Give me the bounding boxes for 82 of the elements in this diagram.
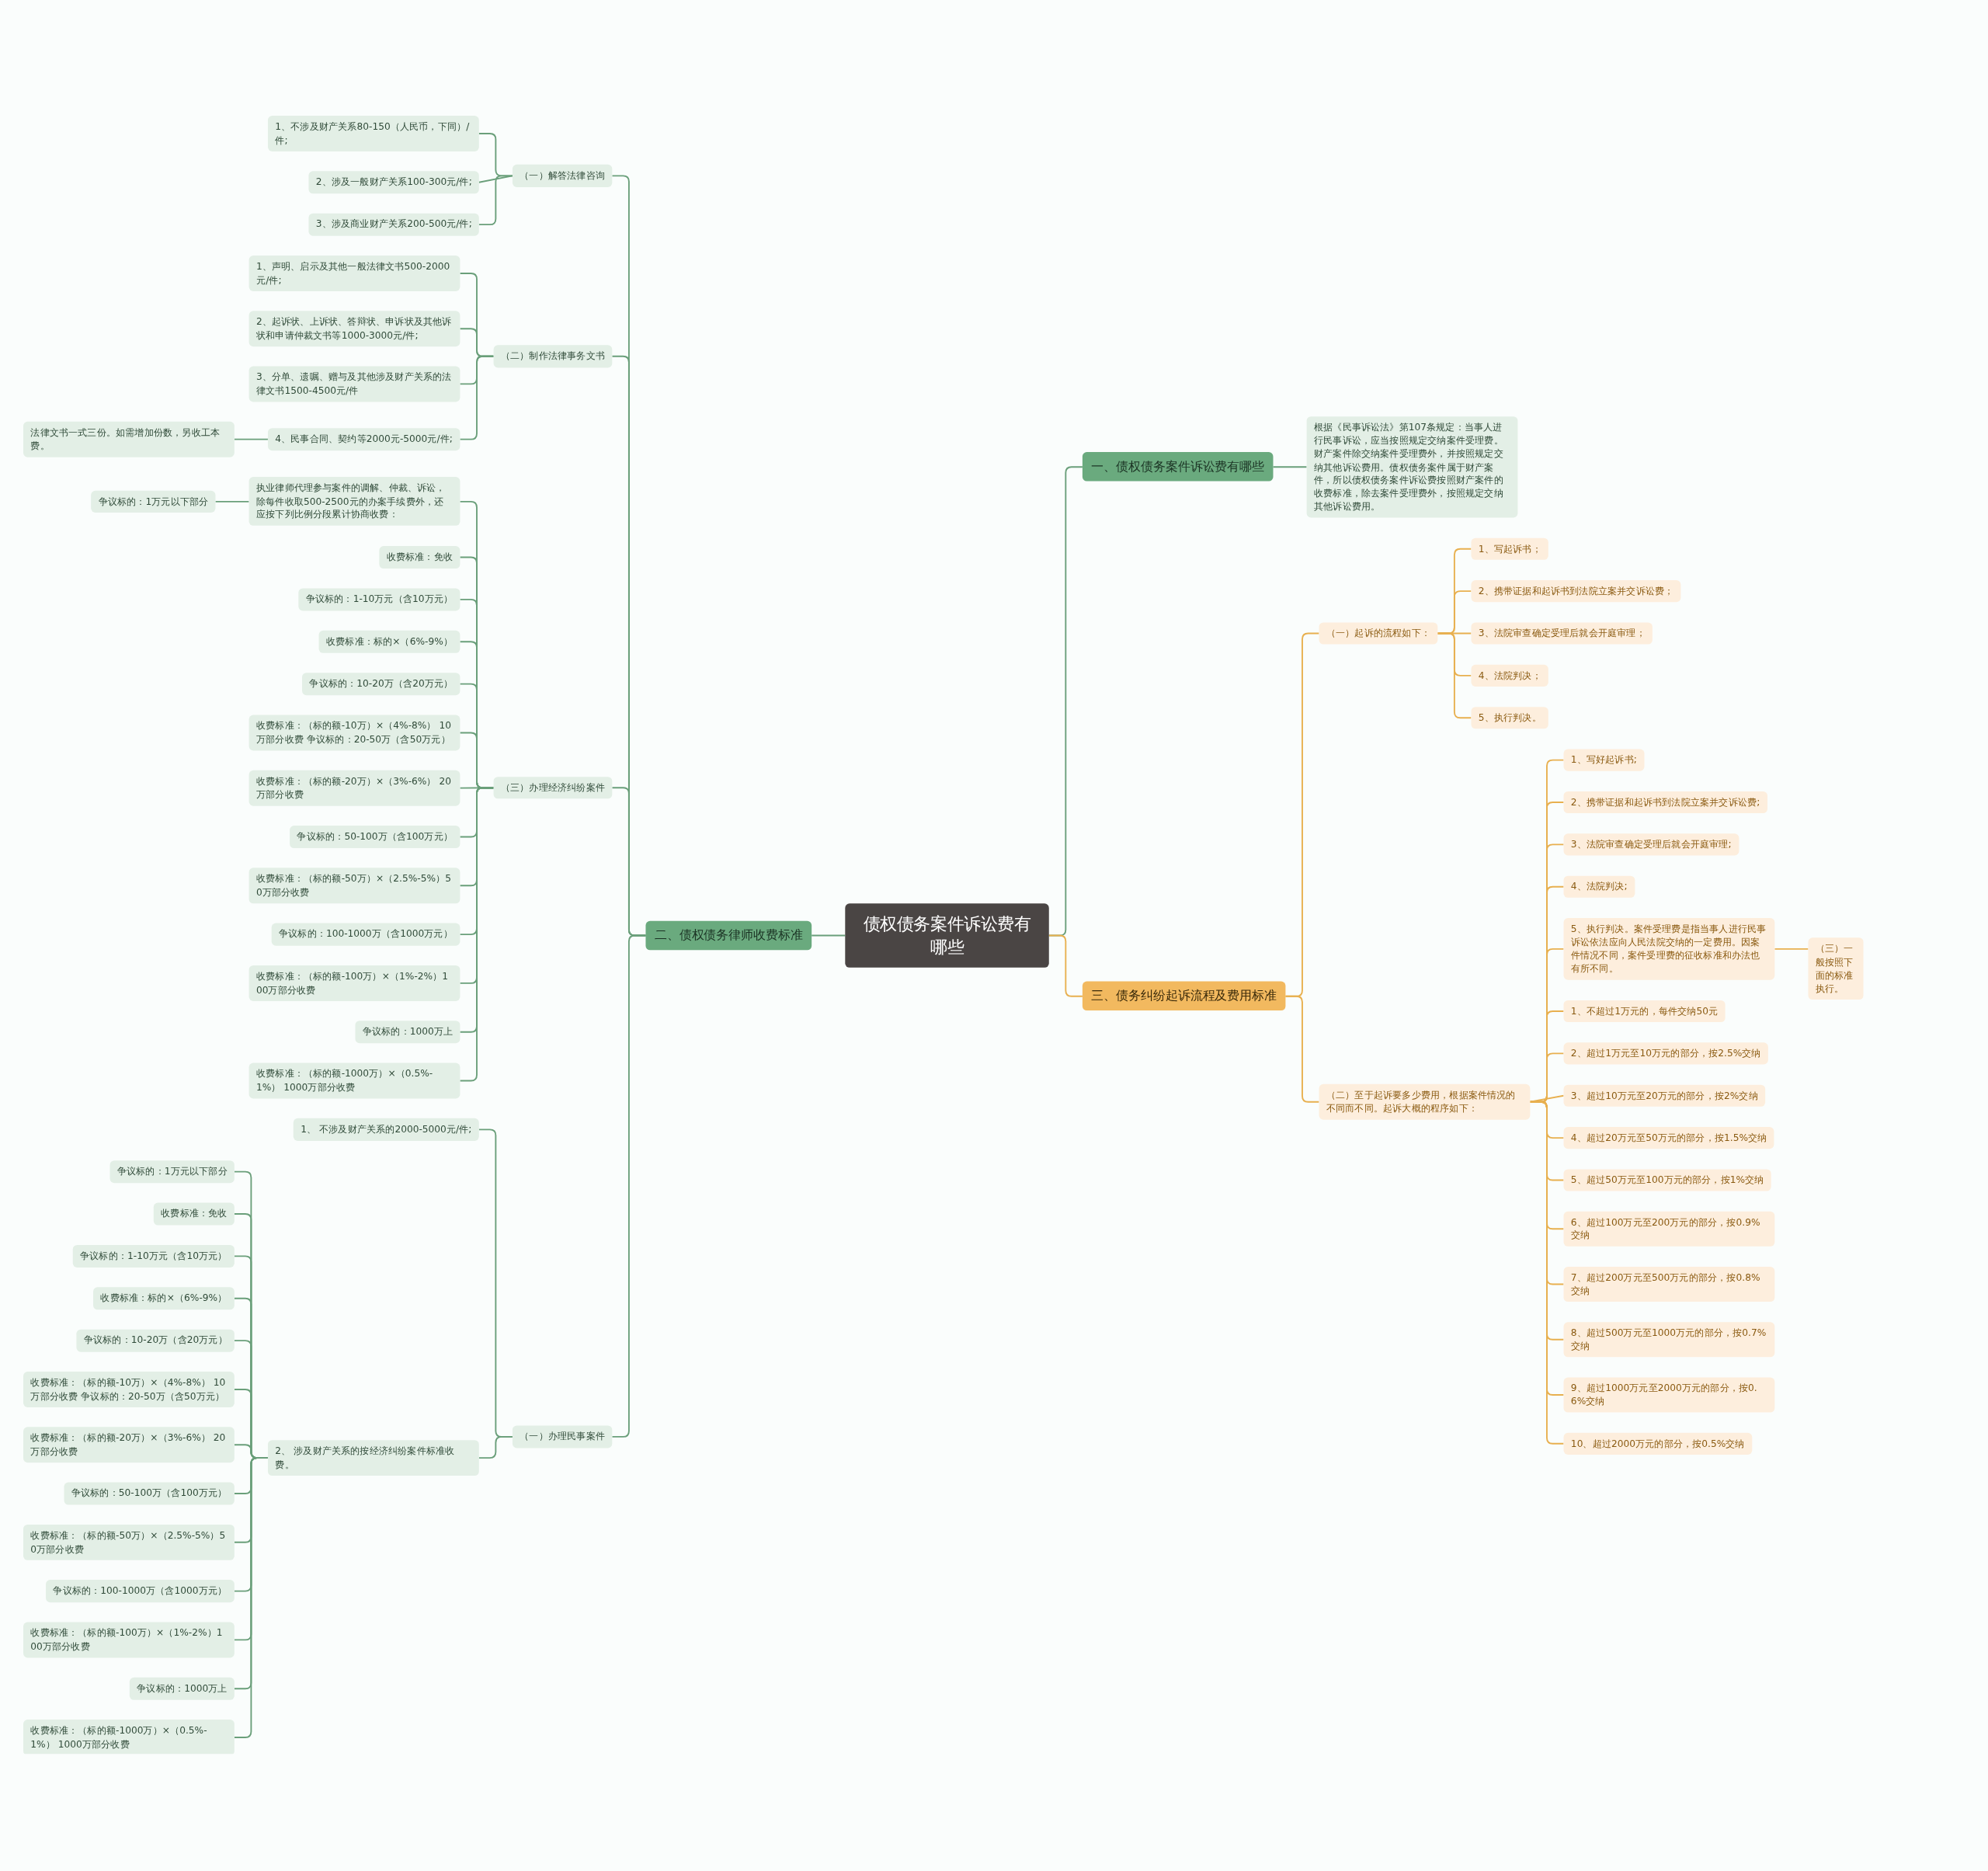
subtopic-box: 执业律师代理参与案件的调解、仲裁、诉讼，除每件收取500-2500元的办案手续费外，还应按下列比例分段累计协商收费： (248, 477, 461, 526)
subtopic-box: 4、法院判决; (1563, 875, 1635, 898)
subtopic-box: 5、执行判决。案件受理费是指当事人进行民事诉讼依法应向人民法院交纳的一定费用。因案件情况不同，案件受理费的征收标准和办法也有所不同。 (1563, 918, 1775, 980)
subtopic-box: 争议标的：1000万上 (129, 1678, 235, 1700)
central-topic-box: 债权债务案件诉讼费有哪些 (845, 903, 1049, 969)
subtopic-box: 4、超过20万元至50万元的部分，按1.5%交纳 (1563, 1127, 1774, 1149)
branch-topic-box: 二、债权债务律师收费标准 (645, 920, 812, 951)
subtopic-box: 收费标准：标的×（6%-9%） (93, 1287, 235, 1309)
subtopic-box: 收费标准：（标的额-20万）×（3%-6%） 20万部分收费 (248, 770, 461, 806)
subtopic-box: 收费标准：（标的额-10万）×（4%-8%） 10万部分收费 争议标的：20-50万（含50万元） (23, 1372, 235, 1407)
subtopic-box: 1、不超过1万元的，每件交纳50元 (1563, 1000, 1726, 1023)
subtopic-box: 2、超过1万元至10万元的部分，按2.5%交纳 (1563, 1042, 1768, 1065)
subtopic-box: （二）至于起诉要多少费用，根据案件情况的不同而不同。起诉大概的程序如下： (1319, 1084, 1531, 1120)
subtopic-box: 收费标准：（标的额-50万）×（2.5%-5%）50万部分收费 (248, 868, 461, 904)
subtopic-box: 2、起诉状、上诉状、答辩状、申诉状及其他诉状和申请仲裁文书等1000-3000元/件; (248, 311, 461, 347)
connector-line (478, 1435, 513, 1459)
subtopic-box: 8、超过500万元至1000万元的部分，按0.7%交纳 (1563, 1322, 1775, 1358)
subtopic-box: （一）解答法律咨询 (512, 165, 613, 187)
subtopic-box: （三）办理经济纠纷案件 (493, 777, 613, 799)
subtopic-box: 3、涉及商业财产关系200-500元/件; (308, 214, 480, 236)
subtopic-box: 5、执行判决。 (1471, 707, 1549, 729)
subtopic-box: 2、携带证据和起诉书到法院立案并交诉讼费; (1563, 791, 1767, 814)
subtopic-box: 3、超过10万元至20万元的部分，按2%交纳 (1563, 1084, 1766, 1107)
subtopic-box: 收费标准：免收 (379, 546, 461, 569)
subtopic-box: 10、超过2000万元的部分，按0.5%交纳 (1563, 1432, 1752, 1455)
connector-line (1437, 632, 1472, 719)
subtopic-box: 2、涉及一般财产关系100-300元/件; (308, 171, 480, 193)
subtopic-box: 1、声明、启示及其他一般法律文书500-2000元/件; (248, 256, 461, 291)
subtopic-box: 9、超过1000万元至2000万元的部分，按0.6%交纳 (1563, 1377, 1775, 1413)
subtopic-box: 争议标的：1万元以下部分 (109, 1160, 235, 1183)
subtopic-box: （一）起诉的流程如下： (1319, 622, 1438, 645)
subtopic-box: 收费标准：（标的额-1000万）×（0.5%-1%） 1000万部分收费 (23, 1720, 235, 1754)
subtopic-box: （二）制作法律事务文书 (493, 345, 613, 368)
subtopic-box: 1、写好起诉书; (1563, 749, 1645, 771)
connector-line (811, 934, 846, 937)
subtopic-box: 4、民事合同、契约等2000元-5000元/件; (267, 428, 461, 450)
subtopic-box: 收费标准：（标的额-100万）×（1%-2%）100万部分收费 (248, 965, 461, 1001)
subtopic-box: 3、法院审查确定受理后就会开庭审理; (1563, 833, 1740, 856)
connector-line (611, 934, 647, 1438)
subtopic-box: 争议标的：1-10万元（含10万元） (298, 588, 461, 611)
subtopic-box: 7、超过200万元至500万元的部分，按0.8%交纳 (1563, 1267, 1775, 1302)
subtopic-box: 1、 不涉及财产关系的2000-5000元/件; (293, 1118, 479, 1141)
subtopic-box: 6、超过100万元至200万元的部分，按0.9%交纳 (1563, 1211, 1775, 1247)
branch-topic-box: 三、债务纠纷起诉流程及费用标准 (1082, 982, 1286, 1011)
branch-topic-box: 一、债权债务案件诉讼费有哪些 (1082, 452, 1274, 482)
connector-line (1774, 948, 1809, 950)
subtopic-box: 收费标准：标的×（6%-9%） (318, 631, 461, 653)
connector-line (214, 500, 250, 503)
subtopic-box: 3、分单、遗嘱、赠与及其他涉及财产关系的法律文书1500-4500元/件 (248, 366, 461, 402)
subtopic-box: 争议标的：50-100万（含100万元） (290, 826, 461, 848)
subtopic-box: 2、携带证据和起诉书到法院立案并交诉讼费； (1471, 580, 1681, 603)
connector-line (1272, 466, 1308, 468)
connector-line (233, 438, 269, 440)
subtopic-box: 根据《民事诉讼法》第107条规定：当事人进行民事诉讼，应当按照规定交纳案件受理费。财产案件除交纳案件受理费外，并按照规定交纳其他诉讼费用。债权债务案件属于财产案件，所以债权债务案件诉讼费按照财产案件的收费标准，除去案件受理费外，按照规定交纳其他诉讼费用。 (1306, 416, 1518, 518)
subtopic-box: 争议标的：10-20万（含20万元） (76, 1330, 235, 1352)
subtopic-box: 收费标准：（标的额-50万）×（2.5%-5%）50万部分收费 (23, 1525, 235, 1560)
subtopic-box: 收费标准：免收 (153, 1203, 235, 1226)
subtopic-box: 争议标的：100-1000万（含1000万元） (46, 1580, 235, 1602)
connector-line (1284, 995, 1320, 1103)
subtopic-box: （三）一般按照下面的标准执行。 (1808, 937, 1864, 1000)
subtopic-box: 争议标的：50-100万（含100万元） (64, 1482, 235, 1505)
subtopic-box: 争议标的：100-1000万（含1000万元） (271, 923, 461, 946)
connector-line (478, 175, 513, 226)
subtopic-box: 收费标准：（标的额-1000万）×（0.5%-1%） 1000万部分收费 (248, 1063, 461, 1099)
subtopic-box: 1、写起诉书； (1471, 537, 1549, 560)
subtopic-box: 2、 涉及财产关系的按经济纠纷案件标准收费。 (267, 1440, 479, 1476)
subtopic-box: 3、法院审查确定受理后就会开庭审理； (1471, 622, 1653, 645)
subtopic-box: 争议标的：1万元以下部分 (91, 490, 216, 513)
subtopic-box: 5、超过50万元至100万元的部分，按1%交纳 (1563, 1169, 1771, 1191)
connector-line (1048, 934, 1083, 997)
subtopic-box: 4、法院判决； (1471, 664, 1549, 687)
subtopic-box: 收费标准：（标的额-10万）×（4%-8%） 10万部分收费 争议标的：20-50万（含50万元） (248, 715, 461, 751)
connector-line (459, 355, 495, 440)
connector-line (478, 175, 513, 183)
subtopic-box: 法律文书一式三份。如需增加份数，另收工本费。 (23, 422, 235, 457)
subtopic-box: 争议标的：1000万上 (355, 1021, 461, 1043)
subtopic-box: 收费标准：（标的额-100万）×（1%-2%）100万部分收费 (23, 1622, 235, 1658)
subtopic-box: （一）办理民事案件 (512, 1425, 613, 1448)
subtopic-box: 争议标的：10-20万（含20万元） (302, 673, 461, 695)
subtopic-box: 1、不涉及财产关系80-150（人民币，下同）/件; (267, 116, 479, 151)
subtopic-box: 收费标准：（标的额-20万）×（3%-6%） 20万部分收费 (23, 1427, 235, 1463)
subtopic-box: 争议标的：1-10万元（含10万元） (72, 1245, 235, 1268)
